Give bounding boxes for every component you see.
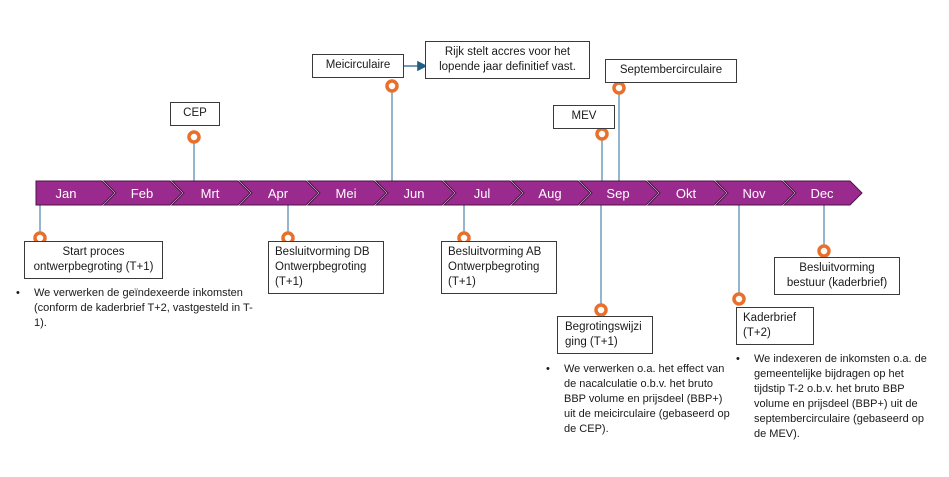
month-label-sep: Sep — [606, 186, 629, 201]
month-chevron-mei — [306, 180, 387, 206]
event-kaderbrief-label: Kaderbrief (T+2) — [743, 312, 797, 339]
event-markers — [33, 79, 831, 317]
event-meicirculaire-label: Meicirculaire — [325, 59, 391, 71]
month-label-nov: Nov — [742, 186, 766, 201]
event-meicirculaire: Meicirculaire — [312, 54, 404, 78]
event-besluitvorming-ab: Besluitvorming AB Ontwerpbegroting (T+1) — [441, 241, 557, 294]
month-chevron-jan — [35, 180, 115, 206]
marker-begrotingswijziging-icon — [594, 303, 608, 317]
month-chevrons: Jan Feb Mrt Apr Mei Jun Jul Aug Sep Okt Nov Dec — [35, 180, 863, 206]
event-start-proces-label: Start proces ontwerpbegroting (T+1) — [33, 246, 154, 273]
month-chevron-jul — [442, 180, 523, 206]
month-label-apr: Apr — [268, 186, 289, 201]
month-label-jan: Jan — [56, 186, 77, 201]
event-septembercirculaire-label: Septembercirculaire — [619, 64, 723, 76]
month-chevron-dec — [782, 180, 863, 206]
month-chevron-jun — [374, 180, 455, 206]
month-chevron-feb — [102, 180, 183, 206]
month-label-okt: Okt — [676, 186, 697, 201]
note-start-proces-item: We verwerken de geïndexeerde inkomsten (… — [10, 286, 255, 331]
note-begrotingswijziging: We verwerken o.a. het effect van de naca… — [540, 362, 730, 437]
event-besluitvorming-bestuur: Besluitvorming bestuur (kaderbrief) — [774, 257, 900, 295]
month-label-jul: Jul — [474, 186, 491, 201]
event-mev-label: MEV — [571, 110, 597, 122]
month-chevron-aug — [510, 180, 591, 206]
note-begrotingswijziging-item: We verwerken o.a. het effect van de naca… — [540, 362, 730, 437]
event-kaderbrief: Kaderbrief (T+2) — [736, 307, 814, 345]
month-chevron-apr — [238, 180, 319, 206]
month-chevron-sep — [578, 180, 659, 206]
event-start-proces: Start proces ontwerpbegroting (T+1) — [24, 241, 163, 279]
event-septembercirculaire: Septembercirculaire — [605, 59, 737, 83]
note-kaderbrief: We indexeren de inkomsten o.a. de gemeen… — [730, 352, 935, 442]
event-besluitvorming-ab-label: Besluitvorming AB Ontwerpbegroting (T+1) — [448, 246, 542, 288]
month-label-dec: Dec — [810, 186, 834, 201]
event-rijk-note: Rijk stelt accres voor het lopende jaar … — [425, 41, 590, 79]
marker-bestuur-icon — [817, 244, 831, 258]
event-besluitvorming-bestuur-label: Besluitvorming bestuur (kaderbrief) — [786, 262, 888, 289]
month-chevron-mrt — [170, 180, 251, 206]
marker-mev-icon — [595, 127, 609, 141]
event-besluitvorming-db-label: Besluitvorming DB Ontwerpbegroting (T+1) — [275, 246, 370, 288]
event-besluitvorming-db: Besluitvorming DB Ontwerpbegroting (T+1) — [268, 241, 384, 294]
event-rijk-note-label: Rijk stelt accres voor het lopende jaar … — [439, 46, 576, 73]
month-label-mrt: Mrt — [201, 186, 220, 201]
event-cep: CEP — [170, 102, 220, 126]
marker-cep-icon — [187, 130, 201, 144]
note-start-proces: We verwerken de geïndexeerde inkomsten (… — [10, 286, 255, 331]
event-cep-label: CEP — [183, 107, 207, 119]
month-label-jun: Jun — [404, 186, 425, 201]
event-begrotingswijziging: Begrotingswijzi ging (T+1) — [557, 316, 653, 354]
month-chevron-okt — [646, 180, 727, 206]
marker-kaderbrief-icon — [732, 292, 746, 306]
month-label-mei: Mei — [336, 186, 357, 201]
note-kaderbrief-item: We indexeren de inkomsten o.a. de gemeen… — [730, 352, 935, 442]
month-label-aug: Aug — [538, 186, 561, 201]
marker-meicirculaire-icon — [385, 79, 399, 93]
event-mev: MEV — [553, 105, 615, 129]
event-begrotingswijziging-label: Begrotingswijzi ging (T+1) — [565, 321, 642, 348]
month-chevron-nov — [714, 180, 795, 206]
marker-septembercirculaire-icon — [612, 81, 626, 95]
connector-lines — [39, 60, 825, 308]
month-label-feb: Feb — [131, 186, 153, 201]
